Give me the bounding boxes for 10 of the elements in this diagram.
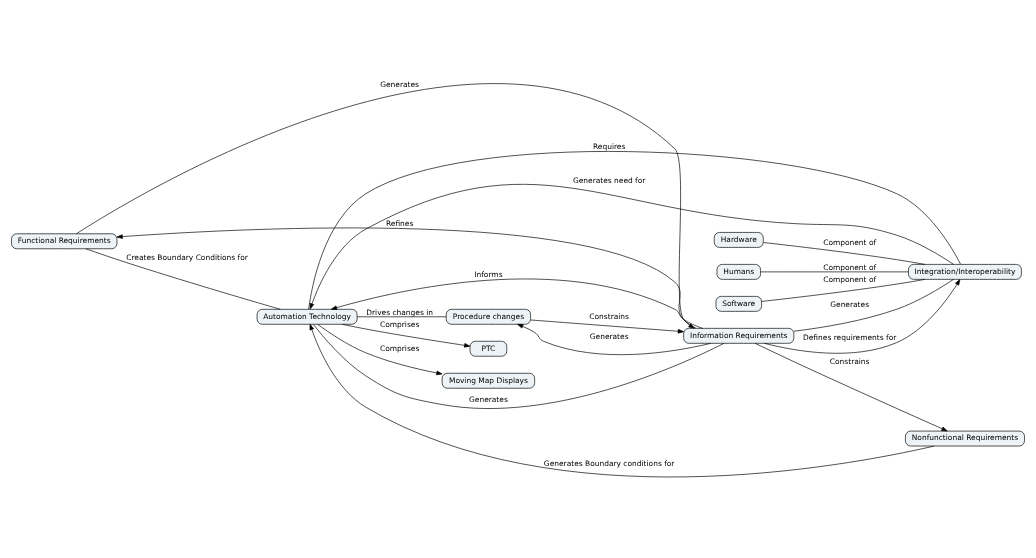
connector bbox=[761, 279, 926, 302]
connector bbox=[760, 271, 909, 273]
arrow bbox=[754, 343, 948, 432]
arrow bbox=[341, 323, 471, 348]
arrow bbox=[764, 279, 961, 354]
connector bbox=[85, 248, 281, 310]
connector bbox=[793, 279, 954, 332]
arrow bbox=[317, 324, 443, 376]
connector bbox=[763, 242, 926, 265]
arrow bbox=[530, 319, 684, 334]
